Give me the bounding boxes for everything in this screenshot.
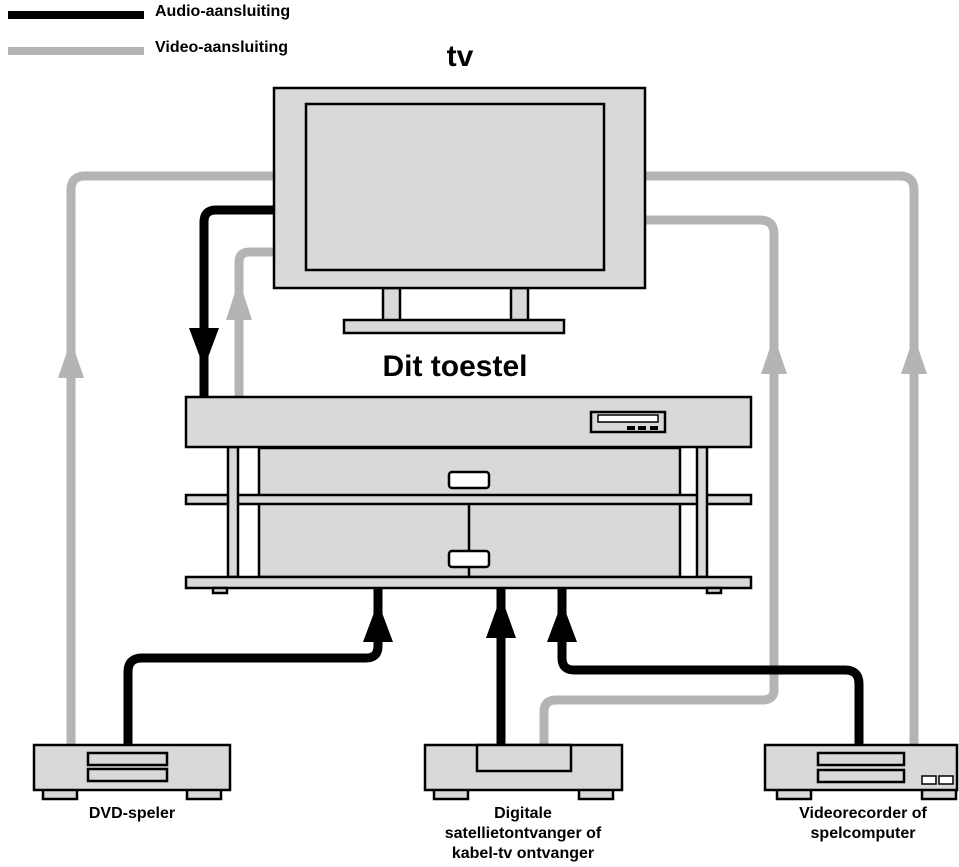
satellite-label-line2: satellietontvanger of (444, 825, 602, 842)
rack-post-left (226, 445, 240, 579)
vcr-button-1 (921, 775, 937, 785)
video-legend-label: Video-aansluiting (155, 39, 289, 56)
audio-arrow-satellite (486, 596, 516, 638)
video-arrow-dvd (58, 340, 84, 378)
receiver-label: Dit toestel (382, 350, 528, 383)
dvd-panel (86, 767, 169, 783)
video-arrow-satellite (761, 336, 787, 374)
dvd-tray (86, 751, 169, 767)
vcr-label-line1: Videorecorder of (799, 805, 927, 822)
satellite-panel (475, 743, 573, 773)
rack-foot-left (211, 586, 229, 595)
vcr-label-line2: spelcomputer (810, 825, 916, 842)
av-rack (184, 395, 753, 595)
vcr-panel (816, 768, 906, 784)
tv-stand-base (342, 318, 566, 335)
receiver-button-3 (650, 426, 658, 430)
audio-arrow-vcr (547, 602, 577, 642)
audio-arrows (189, 328, 577, 642)
audio-arrow-dvd (363, 602, 393, 642)
vcr-button-2 (938, 775, 954, 785)
video-cable-tv-satellite (539, 215, 779, 745)
video-cable-tv-vcr (645, 171, 919, 745)
vcr (763, 743, 959, 801)
rack-bottom-shelf (184, 575, 753, 590)
tv-stand-right-post (509, 286, 530, 326)
audio-cable-tv-receiver (199, 205, 275, 397)
rack-door-handle-lower (447, 549, 491, 569)
receiver-button-1 (627, 426, 635, 430)
rack-foot-right (705, 586, 723, 595)
tv-label: tv (446, 40, 474, 73)
tv-screen (304, 102, 606, 272)
audio-cable-vcr-receiver (557, 588, 864, 745)
receiver-display-window (597, 414, 659, 423)
satellite-label-line1: Digitale (494, 805, 552, 822)
vcr-tray (816, 751, 906, 767)
rack-middle-shelf (184, 493, 753, 506)
tv-stand-left-post (381, 286, 402, 326)
satellite-label-line3: kabel-tv ontvanger (451, 845, 595, 862)
video-arrows (58, 280, 927, 378)
audio-legend-label: Audio-aansluiting (155, 3, 291, 20)
rack-door-handle (447, 470, 491, 490)
video-cable-receiver-tv (234, 247, 275, 397)
audio-cables (123, 205, 864, 745)
video-arrow-vcr (901, 336, 927, 374)
dvd-label: DVD-speler (88, 805, 176, 822)
tv (272, 86, 647, 335)
audio-legend-swatch (8, 11, 144, 19)
receiver-button-2 (638, 426, 646, 430)
audio-cable-dvd-receiver (123, 588, 383, 745)
video-cable-dvd-tv (66, 171, 275, 745)
video-legend-swatch (8, 47, 144, 55)
dvd-body (32, 743, 232, 792)
video-cables (66, 171, 919, 745)
audio-arrow-tv (189, 328, 219, 368)
rack-post-right (695, 445, 709, 579)
dvd-player (32, 743, 232, 801)
video-arrow-receiver (226, 280, 252, 320)
satellite-receiver (423, 743, 624, 801)
